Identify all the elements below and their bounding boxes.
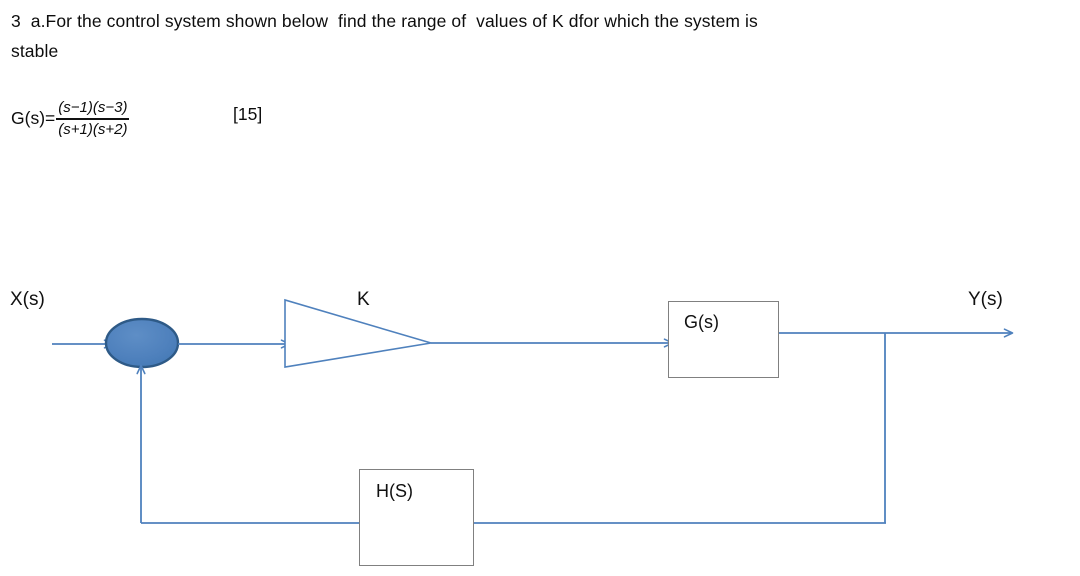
- question-text-line-1: 3 a.For the control system shown below f…: [11, 11, 758, 31]
- fraction-denominator: (s+1)(s+2): [58, 120, 128, 138]
- plant-block-gs: [668, 301, 779, 378]
- output-signal-label: Y(s): [968, 289, 1003, 310]
- transfer-function-lhs: G(s)=: [11, 107, 56, 128]
- fraction-numerator: (s−1)(s−3): [58, 99, 128, 116]
- transfer-function-expression: G(s)= (s−1)(s−3) (s+1)(s+2): [11, 99, 130, 139]
- fraction-bar: [56, 118, 130, 120]
- feedback-block-label: H(S): [376, 481, 413, 501]
- input-signal-label: X(s): [10, 289, 45, 310]
- gain-label: K: [357, 289, 370, 310]
- plant-block-label: G(s): [684, 312, 719, 332]
- summing-junction: [104, 317, 180, 369]
- question-text-line-2: stable: [11, 41, 59, 61]
- marks-label: [15]: [233, 104, 263, 124]
- feedback-block-hs: [359, 469, 474, 566]
- gain-triangle-block: [284, 298, 432, 368]
- transfer-function-fraction: (s−1)(s−3) (s+1)(s+2): [56, 99, 130, 139]
